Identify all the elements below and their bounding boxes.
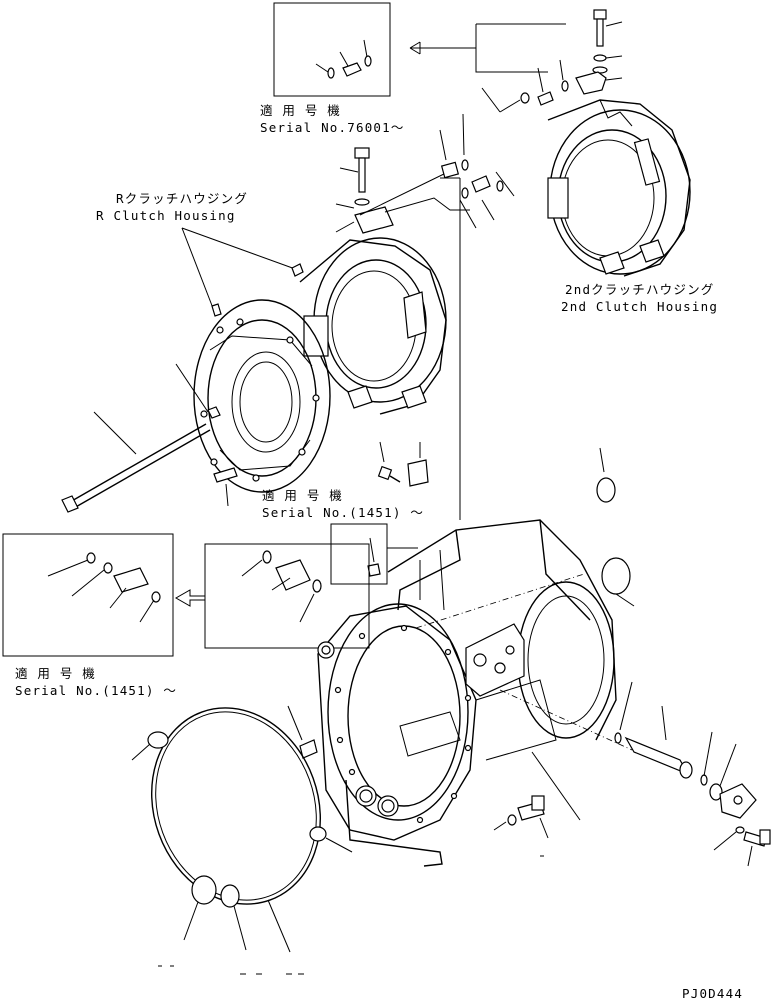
detail-box-serial-1451 bbox=[2, 533, 174, 657]
long-tie-bolt bbox=[61, 411, 211, 513]
serial-1451-mid-en: Serial No.(1451) ～ bbox=[262, 505, 424, 520]
bottom-bolt-washer bbox=[493, 751, 581, 839]
r-clutch-housing bbox=[181, 227, 447, 415]
r-clutch-en: R Clutch Housing bbox=[96, 208, 236, 223]
serial-76001-jp: 適 用 号 機 bbox=[260, 103, 341, 118]
serial-76001-en: Serial No.76001～ bbox=[260, 120, 405, 135]
serial-1451-left-en: Serial No.(1451) ～ bbox=[15, 683, 177, 698]
center-top-bolt-group bbox=[335, 113, 515, 520]
detail-box-plug bbox=[330, 523, 418, 585]
gasket-ring bbox=[131, 707, 353, 953]
dowel-pin bbox=[213, 467, 238, 507]
second-clutch-housing bbox=[547, 99, 691, 277]
r-clutch-jp: Rクラッチハウジング bbox=[116, 191, 248, 206]
o-ring-right bbox=[596, 447, 635, 607]
transmission-case bbox=[317, 519, 633, 867]
bottom-marks bbox=[158, 855, 544, 975]
drawing-code: PJ0D444 bbox=[682, 986, 743, 1001]
serial-1451-mid-jp: 適 用 号 機 bbox=[262, 488, 343, 503]
right-shaft-assembly bbox=[614, 681, 771, 867]
arrow-to-detail-76001 bbox=[409, 23, 566, 73]
plug-left bbox=[287, 705, 318, 759]
serial-1451-left-jp: 適 用 号 機 bbox=[15, 666, 96, 681]
second-clutch-en: 2nd Clutch Housing bbox=[561, 299, 718, 314]
detail-box-pin bbox=[204, 543, 370, 649]
center-bolt-washer bbox=[377, 441, 429, 487]
arrow-to-left-box bbox=[174, 589, 205, 607]
top-right-bolt-group bbox=[481, 9, 623, 113]
detail-box-serial-76001 bbox=[273, 2, 391, 97]
second-clutch-jp: 2ndクラッチハウジング bbox=[565, 282, 714, 297]
bearing-plate bbox=[175, 299, 331, 493]
